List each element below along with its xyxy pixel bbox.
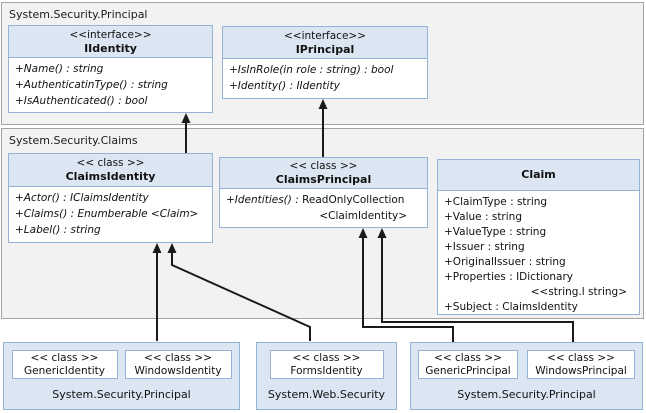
stereotype-label: << class >>	[434, 351, 502, 364]
class-header: << class >> ClaimsIdentity	[9, 154, 212, 187]
member-line: +Properties : IDictionary	[444, 271, 574, 283]
package-label: System.Security.Principal	[9, 8, 148, 21]
class-box-claimsprincipal: << class >> ClaimsPrincipal +Identities(…	[219, 157, 428, 228]
class-row: << class >> GenericPrincipal << class >>…	[411, 350, 642, 379]
class-members: +Actor() : IClaimsIdentity +Claims() : E…	[9, 187, 212, 238]
class-box-claimsidentity: << class >> ClaimsIdentity +Actor() : IC…	[8, 153, 213, 243]
stereotype-label: << class >>	[292, 351, 361, 364]
stereotype-label: <<interface>>	[283, 29, 367, 42]
class-name: WindowsPrincipal	[535, 364, 627, 377]
class-box-iidentity: <<interface>> IIdentity +Name() : string…	[8, 25, 213, 113]
stereotype-label: << class >>	[76, 157, 145, 169]
member-line: +Identity() : IIdentity	[229, 80, 340, 92]
member-line: +ValueType : string	[444, 226, 547, 238]
class-row: << class >> GenericIdentity << class >> …	[4, 350, 239, 379]
class-members: +ClaimType : string +Value : string +Val…	[438, 191, 639, 315]
stereotype-label: << class >>	[547, 351, 615, 364]
package-label: System.Security.Principal	[52, 388, 191, 401]
class-name: GenericPrincipal	[425, 364, 511, 377]
class-name: ClaimsIdentity	[65, 170, 156, 183]
member-line-continuation: <<string.l string>	[530, 286, 627, 298]
class-box-claim: Claim +ClaimType : string +Value : strin…	[437, 159, 640, 315]
class-box-formsidentity: << class >> FormsIdentity	[269, 350, 384, 379]
class-header: << class >> ClaimsPrincipal	[220, 158, 427, 189]
member-line: +Claims() : Enumberable <Claim>	[15, 208, 199, 220]
class-box-windowsprincipal: << class >> WindowsPrincipal	[527, 350, 635, 379]
class-name: WindowsIdentity	[134, 364, 222, 377]
class-members: +Identities() : ReadOnlyCollection <Clai…	[220, 189, 427, 224]
class-box-windowsidentity: << class >> WindowsIdentity	[124, 350, 232, 379]
class-name: IPrincipal	[295, 42, 355, 56]
member-line-continuation: <ClaimIdentity>	[319, 210, 407, 222]
class-header: <<interface>> IPrincipal	[223, 27, 427, 59]
class-members: +IsInRole(in role : string) : bool +Iden…	[223, 59, 427, 94]
class-box-genericidentity: << class >> GenericIdentity	[11, 350, 118, 379]
class-name: FormsIdentity	[290, 364, 363, 377]
member-line: +Label() : string	[15, 224, 101, 236]
member-line: +IsInRole(in role : string) : bool	[229, 64, 394, 76]
member-line: +AuthenticatinType() : string	[15, 79, 168, 91]
stereotype-label: << class >>	[144, 351, 212, 364]
class-box-genericprincipal: << class >> GenericPrincipal	[418, 350, 518, 379]
package-label: System.Security.Principal	[457, 388, 596, 401]
member-line: +Value : string	[444, 211, 522, 223]
class-name: ClaimsPrincipal	[275, 173, 372, 186]
member-line: +ClaimType : string	[444, 196, 548, 208]
member-line: +Identities() : ReadOnlyCollection	[226, 194, 405, 206]
member-line: +Name() : string	[15, 63, 104, 75]
stereotype-label: << class >>	[30, 351, 99, 364]
package-bottom-left-system-security-principal: << class >> GenericIdentity << class >> …	[3, 342, 240, 410]
stereotype-label: << class >>	[289, 160, 358, 172]
member-line: +OriginalIssuer : string	[444, 256, 566, 268]
class-header: Claim	[438, 160, 639, 191]
class-name: Claim	[521, 168, 556, 181]
member-line: +IsAuthenticated() : bool	[15, 95, 148, 107]
class-header: <<interface>> IIdentity	[9, 26, 212, 58]
package-bottom-right-system-security-principal: << class >> GenericPrincipal << class >>…	[410, 342, 643, 410]
class-box-iprincipal: <<interface>> IPrincipal +IsInRole(in ro…	[222, 26, 428, 99]
class-name: IIdentity	[84, 41, 137, 55]
package-label: System.Web.Security	[267, 388, 386, 401]
member-line: +Issuer : string	[444, 241, 525, 253]
package-label: System.Security.Claims	[9, 134, 138, 147]
class-row: << class >> FormsIdentity	[257, 350, 396, 379]
package-bottom-middle-system-web-security: << class >> FormsIdentity System.Web.Sec…	[256, 342, 397, 410]
member-line: +Actor() : IClaimsIdentity	[15, 192, 149, 204]
member-line: +Subject : ClaimsIdentity	[444, 301, 578, 313]
stereotype-label: <<interface>>	[69, 28, 152, 41]
class-members: +Name() : string +AuthenticatinType() : …	[9, 58, 212, 109]
class-name: GenericIdentity	[24, 364, 105, 377]
